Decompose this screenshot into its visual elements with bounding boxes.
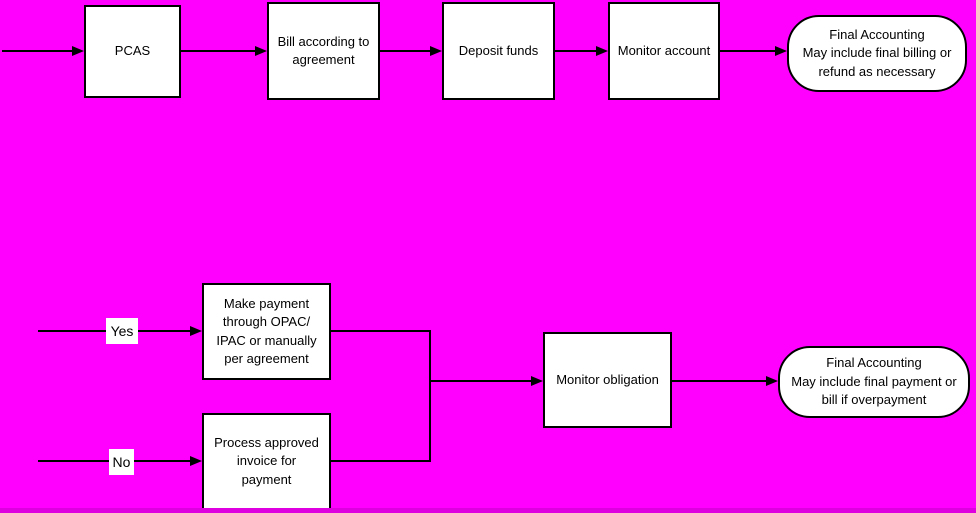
arrowhead-icon bbox=[255, 46, 267, 56]
arrowhead-icon bbox=[596, 46, 608, 56]
arrowhead-icon bbox=[531, 376, 543, 386]
connector-line bbox=[181, 50, 255, 52]
connector-line bbox=[672, 380, 766, 382]
terminator-final-accounting-billing: Final Accounting May include final billi… bbox=[787, 15, 967, 92]
arrowhead-icon bbox=[190, 456, 202, 466]
node-make-payment: Make payment through OPAC/ IPAC or manua… bbox=[202, 283, 331, 380]
connector-line bbox=[330, 330, 431, 332]
terminator-final-accounting-payment: Final Accounting May include final payme… bbox=[778, 346, 970, 418]
connector-line bbox=[429, 380, 531, 382]
connector-line bbox=[555, 50, 596, 52]
connector-line bbox=[330, 460, 431, 462]
connector-line-join bbox=[429, 330, 431, 462]
node-monitor-obligation: Monitor obligation bbox=[543, 332, 672, 428]
node-bill-according-to-agreement: Bill according to agreement bbox=[267, 2, 380, 100]
arrowhead-icon bbox=[190, 326, 202, 336]
node-deposit-funds: Deposit funds bbox=[442, 2, 555, 100]
arrowhead-icon bbox=[430, 46, 442, 56]
edge-label-no: No bbox=[109, 449, 134, 475]
node-monitor-account: Monitor account bbox=[608, 2, 720, 100]
edge-label-yes: Yes bbox=[106, 318, 138, 344]
node-process-approved-invoice: Process approved invoice for payment bbox=[202, 413, 331, 510]
arrowhead-icon bbox=[72, 46, 84, 56]
arrowhead-icon bbox=[766, 376, 778, 386]
connector-line bbox=[720, 50, 775, 52]
bottom-edge-strip bbox=[0, 508, 976, 513]
connector-line-entry bbox=[2, 50, 72, 52]
node-pcas: PCAS bbox=[84, 5, 181, 98]
arrowhead-icon bbox=[775, 46, 787, 56]
connector-line bbox=[380, 50, 430, 52]
